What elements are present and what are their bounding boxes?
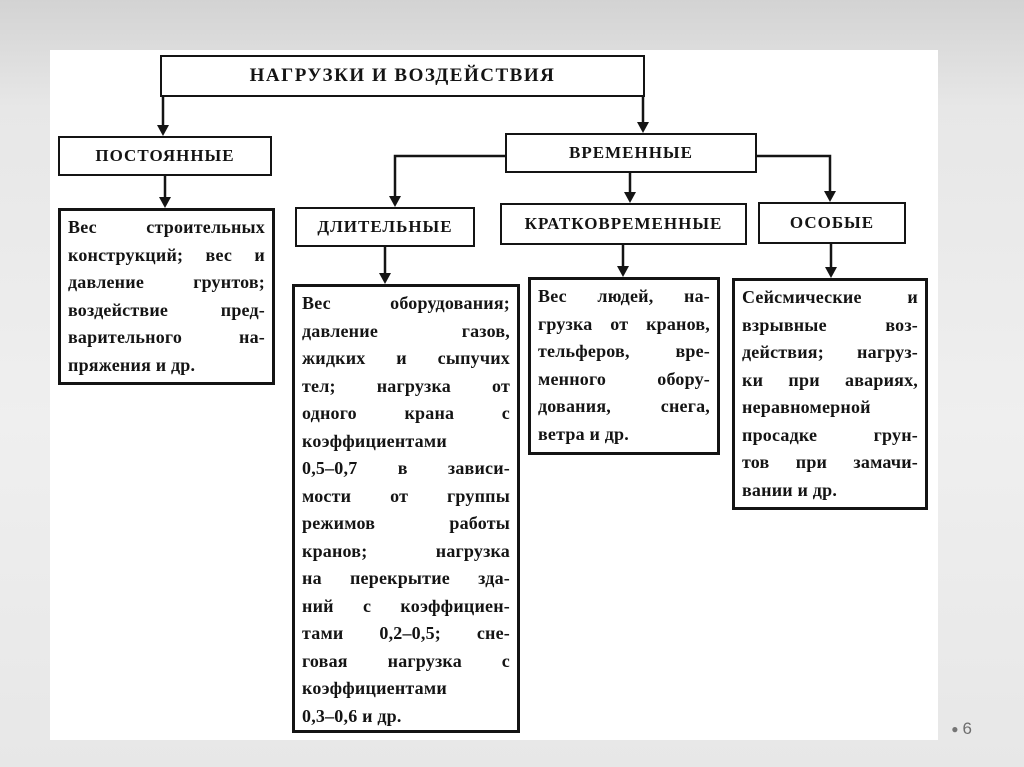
desc-line: просадке грун- bbox=[742, 424, 918, 445]
node-special: ОСОБЫЕ bbox=[758, 202, 906, 244]
desc-line: конструкций; вес и bbox=[68, 244, 265, 265]
desc-long-term: Вес оборудования; давление газов, жидких и… bbox=[292, 284, 520, 733]
desc-line: Вес оборудования; bbox=[302, 293, 510, 313]
desc-line: Сейсмические и bbox=[742, 287, 918, 307]
desc-line: грузка от кранов, bbox=[538, 313, 710, 334]
desc-line: одного крана с bbox=[302, 403, 510, 423]
node-long-term-label: ДЛИТЕЛЬНЫЕ bbox=[317, 217, 453, 236]
desc-line: воздействие пред- bbox=[68, 299, 265, 320]
desc-line: вании и др. bbox=[742, 479, 838, 500]
node-permanent: ПОСТОЯННЫЕ bbox=[58, 136, 272, 176]
node-permanent-label: ПОСТОЯННЫЕ bbox=[95, 146, 235, 165]
desc-line: 0,3–0,6 и др. bbox=[302, 705, 402, 726]
desc-line: действия; нагруз- bbox=[742, 342, 918, 362]
page-number: ● 6 bbox=[951, 719, 972, 739]
node-temporary: ВРЕМЕННЫЕ bbox=[505, 133, 757, 173]
desc-line: давление грунтов; bbox=[68, 272, 265, 292]
desc-line: тов при замачи- bbox=[742, 452, 918, 472]
desc-line: на перекрытие зда- bbox=[302, 568, 510, 588]
desc-line: режимов работы bbox=[302, 513, 510, 533]
desc-line: ний с коэффициен- bbox=[302, 595, 510, 616]
desc-line: ветра и др. bbox=[538, 423, 629, 444]
desc-line: говая нагрузка с bbox=[302, 650, 510, 671]
node-special-label: ОСОБЫЕ bbox=[789, 213, 875, 232]
node-root-label: НАГРУЗКИ И ВОЗДЕЙСТВИЯ bbox=[249, 65, 556, 86]
desc-line: кранов; нагрузка bbox=[302, 540, 510, 561]
desc-line: коэффициентами bbox=[302, 678, 447, 698]
desc-permanent: Вес строительных конструкций; вес и давлен… bbox=[58, 208, 275, 385]
node-short-term: КРАТКОВРЕМЕННЫЕ bbox=[500, 203, 747, 245]
node-short-term-label: КРАТКОВРЕМЕННЫЕ bbox=[524, 214, 723, 233]
desc-line: пряжения и др. bbox=[68, 354, 196, 375]
desc-line: тельферов, вре- bbox=[538, 341, 710, 361]
desc-line: тел; нагрузка от bbox=[302, 375, 510, 396]
desc-line: менного обору- bbox=[538, 368, 710, 389]
node-temporary-label: ВРЕМЕННЫЕ bbox=[569, 143, 693, 162]
node-root: НАГРУЗКИ И ВОЗДЕЙСТВИЯ bbox=[160, 55, 645, 97]
desc-line: давление газов, bbox=[302, 320, 510, 341]
desc-line: коэффициентами bbox=[302, 430, 447, 451]
desc-line: 0,5–0,7 в зависи- bbox=[302, 458, 510, 478]
desc-line: Вес строительных bbox=[68, 217, 265, 237]
desc-special: Сейсмические и взрывные воз-действия; наг… bbox=[732, 278, 928, 510]
desc-line: неравномерной bbox=[742, 397, 871, 417]
node-long-term: ДЛИТЕЛЬНЫЕ bbox=[295, 207, 475, 247]
desc-line: жидких и сыпучих bbox=[302, 348, 510, 368]
desc-line: Вес людей, на- bbox=[538, 286, 710, 306]
desc-short-term: Вес людей, на-грузка от кранов, тельферов… bbox=[528, 277, 720, 455]
desc-line: варительного на- bbox=[68, 327, 265, 347]
desc-line: мости от группы bbox=[302, 485, 510, 506]
desc-line: дования, снега, bbox=[538, 396, 710, 416]
desc-line: ки при авариях, bbox=[742, 369, 918, 390]
bullet-icon: ● bbox=[951, 722, 959, 736]
desc-line: тами 0,2–0,5; сне- bbox=[302, 623, 510, 643]
desc-line: взрывные воз- bbox=[742, 314, 918, 335]
page-number-text: 6 bbox=[962, 719, 972, 738]
